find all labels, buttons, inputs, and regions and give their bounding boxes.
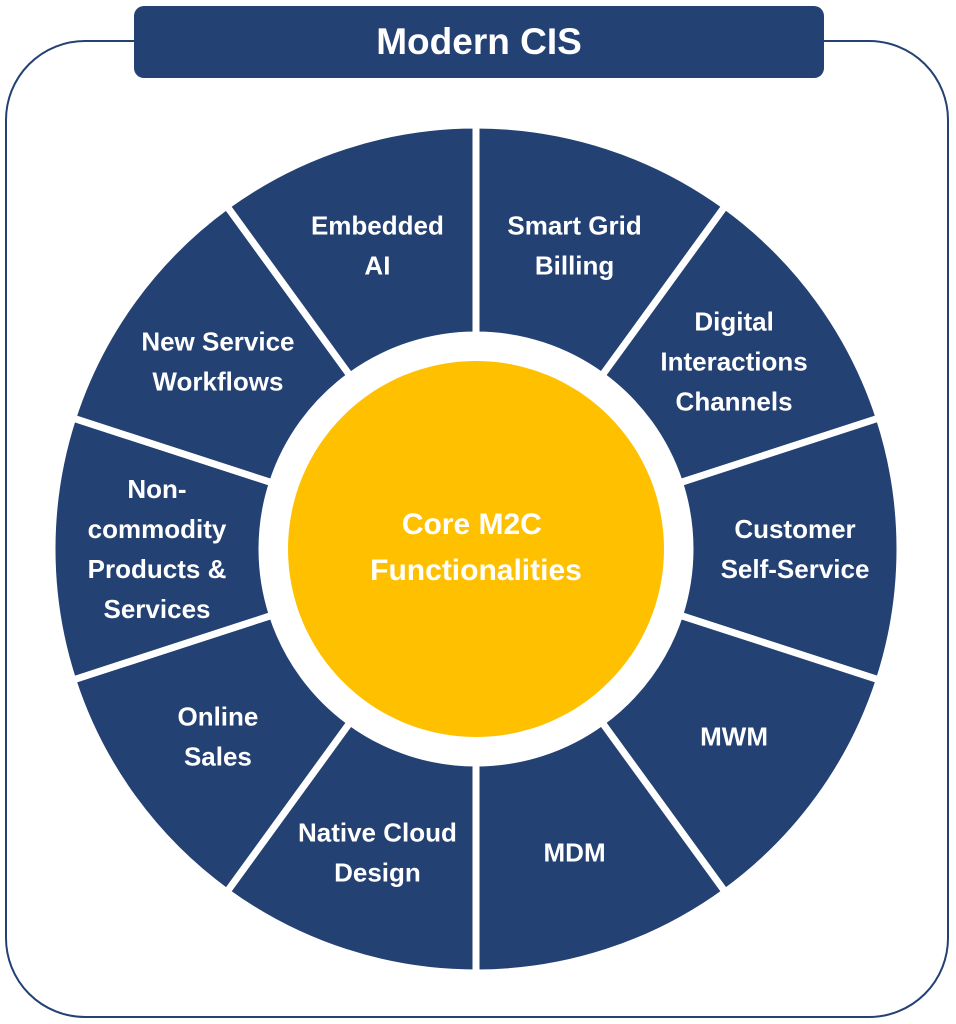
page-title: Modern CIS bbox=[376, 21, 582, 62]
segment-label-line: Billing bbox=[535, 251, 614, 281]
title-bar: Modern CIS bbox=[134, 6, 824, 78]
segment-label-line: MWM bbox=[700, 722, 768, 752]
segment-label-line: commodity bbox=[88, 514, 227, 544]
segment-label-line: Smart Grid bbox=[507, 211, 641, 241]
core-label: Core M2C Functionalities bbox=[370, 508, 582, 587]
segment-label-line: Interactions bbox=[660, 346, 807, 376]
core-label-line-2: Functionalities bbox=[370, 554, 582, 587]
segment-label-line: Online bbox=[177, 702, 258, 732]
segment-label-line: Channels bbox=[676, 386, 793, 416]
segment-label-line: Non- bbox=[127, 474, 186, 504]
segment-label-line: Sales bbox=[184, 742, 252, 772]
segment-embedded-ai bbox=[221, 121, 480, 381]
segment-label-line: MDM bbox=[544, 837, 606, 867]
segment-label-line: Workflows bbox=[152, 366, 283, 396]
segment-label-line: Products & bbox=[88, 554, 227, 584]
segment-label-line: Digital bbox=[694, 306, 773, 336]
segment-label-line: Customer bbox=[734, 514, 855, 544]
segment-label-line: Embedded bbox=[311, 211, 444, 241]
segment-label-mdm: MDM bbox=[544, 837, 606, 867]
segment-label-mwm: MWM bbox=[700, 722, 768, 752]
segment-label-line: Self-Service bbox=[721, 554, 870, 584]
segment-label-line: Native Cloud bbox=[298, 817, 457, 847]
core-label-line-1: Core M2C bbox=[402, 508, 542, 541]
segment-label-line: New Service bbox=[141, 326, 294, 356]
segment-label-line: AI bbox=[364, 251, 390, 281]
core-circle bbox=[288, 361, 664, 737]
segment-label-line: Design bbox=[334, 857, 421, 887]
segment-label-line: Services bbox=[104, 594, 211, 624]
